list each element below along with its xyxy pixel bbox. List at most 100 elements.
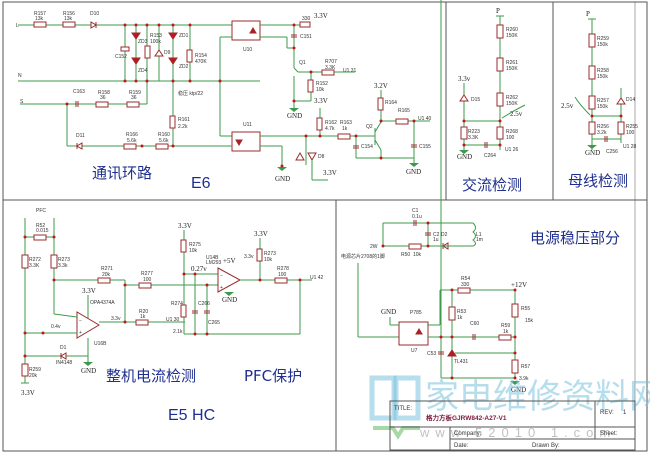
svg-text:+5V: +5V (223, 257, 236, 265)
svg-text:R59: R59 (501, 323, 510, 329)
svg-text:ZD4: ZD4 (138, 68, 148, 74)
svg-text:GND: GND (275, 175, 290, 183)
rev-label: REV: (600, 410, 614, 416)
svg-text:D9: D9 (164, 50, 171, 56)
svg-text:R259: R259 (29, 367, 41, 373)
svg-text:GND: GND (457, 153, 472, 161)
svg-text:Q2: Q2 (366, 124, 373, 130)
svg-text:2W: 2W (370, 244, 378, 250)
svg-text:R258: R258 (597, 68, 609, 74)
svg-text:3.3V: 3.3V (21, 389, 35, 397)
label-D10: D10 (90, 11, 99, 17)
ac-detect-circuit: P R260 150K R261 150K R262 150K 2.5v 3.3… (457, 7, 526, 161)
bus-detect-circuit: P R259 150k R258 150k R257 150k 2.5v D14… (561, 10, 638, 157)
svg-text:470K: 470K (195, 59, 207, 65)
svg-text:R273: R273 (264, 251, 276, 257)
svg-text:U10: U10 (243, 47, 252, 53)
svg-text:R277: R277 (141, 271, 153, 277)
svg-text:R259: R259 (597, 36, 609, 42)
svg-text:100: 100 (143, 277, 152, 283)
svg-text:GND: GND (381, 308, 396, 316)
svg-text:10k: 10k (316, 87, 325, 93)
svg-text:U16B: U16B (94, 341, 107, 347)
svg-text:150K: 150K (506, 101, 518, 107)
value-R156: 13k (64, 16, 73, 22)
svg-text:IN4148: IN4148 (56, 360, 72, 366)
svg-text:1k: 1k (140, 314, 146, 320)
svg-text:ZD3: ZD3 (138, 39, 148, 45)
svg-text:Q1: Q1 (299, 60, 306, 66)
svg-text:3.3V: 3.3V (254, 230, 268, 238)
sheet-label: Sheet: (600, 431, 618, 437)
svg-text:10k: 10k (264, 257, 273, 263)
svg-text:D14: D14 (626, 97, 635, 103)
svg-text:LM293: LM293 (206, 260, 222, 266)
svg-text:10k: 10k (189, 248, 198, 254)
svg-text:R278: R278 (277, 266, 289, 272)
svg-text:330: 330 (461, 282, 470, 288)
svg-text:R255: R255 (626, 124, 638, 130)
value-R157: 13k (35, 16, 44, 22)
section-title-bus-detect: 母线检测 (568, 172, 628, 190)
svg-text:3.3k: 3.3k (58, 263, 68, 269)
svg-text:3.2V: 3.2V (374, 82, 388, 90)
section-title-current-detect: 整机电流检测 (106, 367, 196, 385)
section-title-pfc-protect: PFC保护 (244, 367, 302, 385)
svg-text:D15: D15 (471, 97, 480, 103)
svg-text:P: P (586, 10, 590, 18)
svg-text:3.3v: 3.3v (244, 254, 254, 260)
svg-text:100k: 100k (150, 39, 161, 45)
net-N: N (18, 73, 22, 79)
svg-text:R53: R53 (457, 309, 466, 315)
svg-text:GND: GND (222, 296, 237, 304)
svg-text:100: 100 (278, 272, 287, 278)
svg-text:+: + (79, 330, 82, 336)
section-code-e6: E6 (191, 175, 211, 192)
title-label: TITLE: (394, 406, 412, 412)
svg-text:3.2k: 3.2k (597, 130, 607, 136)
svg-text:R153: R153 (150, 33, 162, 39)
svg-text:1k: 1k (457, 315, 463, 321)
net-S: S (20, 99, 24, 105)
svg-text:D2: D2 (441, 232, 448, 238)
label-R159: R159 (129, 90, 141, 96)
svg-text:3.3K: 3.3K (29, 263, 40, 269)
section-title-ac-detect: 交流检测 (462, 176, 522, 194)
svg-text:+12V: +12V (511, 281, 527, 289)
svg-text:GND: GND (81, 367, 96, 375)
svg-text:R268: R268 (506, 129, 518, 135)
rev-value: 1 (623, 410, 627, 416)
resistor-R156 (62, 21, 76, 28)
svg-text:U1 42: U1 42 (310, 275, 324, 281)
svg-text:R273: R273 (58, 257, 70, 263)
svg-text:R261: R261 (506, 60, 518, 66)
value-R158: 36 (100, 95, 106, 101)
title-block: TITLE: 格力方板GJRW842-A27-V1 REV: 1 Company… (389, 400, 636, 451)
svg-text:C265: C265 (208, 320, 220, 326)
watermark-text: 家电维修资料网 (425, 377, 650, 417)
svg-text:GND: GND (585, 149, 600, 157)
svg-text:R257: R257 (597, 98, 609, 104)
svg-text:2.2k: 2.2k (178, 124, 188, 130)
svg-text:R260: R260 (506, 27, 518, 33)
net-L: L (16, 23, 19, 29)
svg-text:10k: 10k (413, 252, 422, 258)
svg-text:0.1u: 0.1u (412, 214, 422, 220)
svg-text:2.5v: 2.5v (561, 102, 574, 110)
note-regulator: 稳压 ktp/22 (178, 90, 203, 97)
watermark: 家电维修资料网 www.52010 1.com (369, 375, 650, 440)
svg-text:1k: 1k (342, 126, 348, 132)
svg-text:R52: R52 (36, 223, 45, 229)
svg-text:R154: R154 (195, 53, 207, 59)
svg-text:C155: C155 (419, 144, 431, 150)
diode-D10 (90, 21, 97, 29)
opamp-U16B (76, 311, 100, 339)
svg-text:−: − (220, 273, 223, 279)
svg-text:U11: U11 (243, 122, 252, 128)
comm-loop-circuit: L R157 13k R156 13k D10 N S C163 R158 36… (16, 11, 432, 183)
svg-text:0.015: 0.015 (36, 228, 49, 234)
svg-text:ZD1: ZD1 (179, 33, 189, 39)
value-R159: 36 (131, 95, 137, 101)
